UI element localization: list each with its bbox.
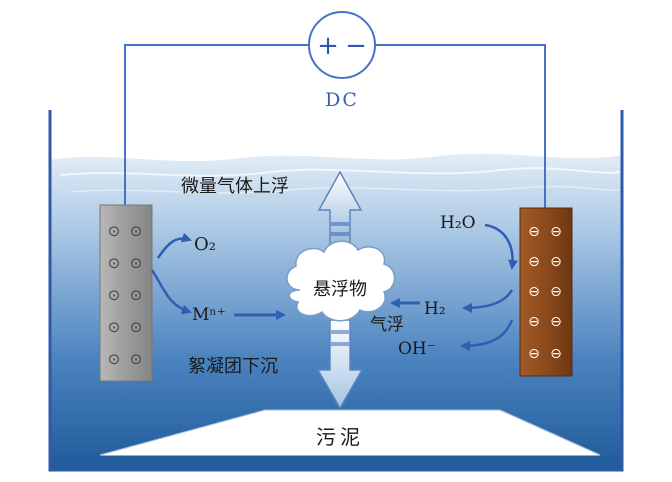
terminal-symbol: ⊙ [108, 318, 121, 336]
left-electrode: ⊙ ⊙ ⊙ ⊙ ⊙ ⊙ ⊙ ⊙ ⊙ ⊙ [99, 204, 153, 382]
microbubbles-label: 微量气体上浮 [181, 176, 289, 197]
suspended-matter-cloud: 悬浮物 [286, 240, 396, 322]
left-electrode-terminals: ⊙ ⊙ ⊙ ⊙ ⊙ ⊙ ⊙ ⊙ ⊙ ⊙ [108, 222, 143, 368]
terminal-symbol: ⊙ [130, 254, 143, 272]
terminal-symbol: ⊖ [528, 314, 540, 330]
terminal-symbol: ⊙ [130, 222, 143, 240]
right-reactions: H₂O H₂ OH⁻ 气浮 [370, 213, 518, 359]
flocs-settle-label: 絮凝团下沉 [188, 356, 278, 377]
minus-symbol: − [345, 31, 367, 61]
settle-arrow [316, 319, 364, 410]
sludge-label: 污泥 [316, 425, 364, 449]
metal-ion-arrow [150, 269, 192, 315]
water-label: H₂O [440, 213, 476, 233]
metal-ion-label: Mⁿ⁺ [192, 305, 226, 325]
terminal-symbol: ⊙ [130, 350, 143, 368]
suspended-matter-label: 悬浮物 [313, 279, 367, 300]
terminal-symbol: ⊖ [528, 284, 540, 300]
left-reactions: O₂ Mⁿ⁺ 絮凝团下沉 [150, 232, 286, 377]
terminal-symbol: ⊖ [528, 346, 540, 362]
o2-arrow [156, 232, 192, 259]
right-electrode: ⊖ ⊖ ⊖ ⊖ ⊖ ⊖ ⊖ ⊖ ⊖ ⊖ [519, 207, 573, 377]
terminal-symbol: ⊙ [108, 222, 121, 240]
o2-label: O₂ [194, 234, 216, 255]
terminal-symbol: ⊙ [108, 350, 121, 368]
terminal-symbol: ⊖ [550, 284, 562, 300]
terminal-symbol: ⊖ [550, 314, 562, 330]
terminal-symbol: ⊙ [130, 318, 143, 336]
terminal-symbol: ⊖ [550, 254, 562, 270]
terminal-symbol: ⊙ [108, 286, 121, 304]
h2-label: H₂ [424, 299, 446, 319]
tank [48, 110, 624, 472]
dc-power-source: + − DC [308, 11, 376, 111]
dc-label: DC [325, 89, 359, 111]
water-to-cathode-arrow [484, 223, 518, 270]
h2-arrow [462, 289, 514, 313]
terminal-symbol: ⊖ [550, 346, 562, 362]
dc-source-circle [308, 11, 376, 79]
sludge-layer [99, 409, 601, 456]
circuit-wires [124, 44, 546, 208]
terminal-symbol: ⊖ [528, 224, 540, 240]
oh-arrow [460, 319, 514, 351]
terminal-symbol: ⊙ [108, 254, 121, 272]
plus-symbol: + [317, 31, 339, 61]
flotation-label: 气浮 [370, 315, 404, 335]
terminal-symbol: ⊙ [130, 286, 143, 304]
oh-label: OH⁻ [398, 339, 436, 359]
terminal-symbol: ⊖ [528, 254, 540, 270]
terminal-symbol: ⊖ [550, 224, 562, 240]
right-electrode-terminals: ⊖ ⊖ ⊖ ⊖ ⊖ ⊖ ⊖ ⊖ ⊖ ⊖ [528, 224, 562, 362]
